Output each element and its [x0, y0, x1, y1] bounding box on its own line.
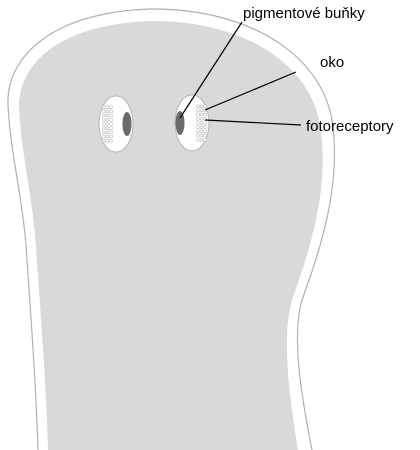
photoreceptor-dot — [106, 139, 109, 142]
photoreceptor-dot — [200, 122, 203, 125]
photoreceptor-dot — [110, 110, 113, 113]
photoreceptor-dot — [110, 127, 113, 130]
photoreceptor-dot — [204, 122, 207, 125]
photoreceptor-dot — [200, 117, 203, 120]
photoreceptor-dot — [106, 106, 109, 109]
photoreceptor-dot — [197, 122, 200, 125]
photoreceptor-dot — [200, 109, 203, 112]
label-photoreceptors: fotoreceptory — [306, 118, 394, 135]
photoreceptor-dot — [200, 134, 203, 137]
photoreceptor-dot — [106, 127, 109, 130]
photoreceptor-dot — [110, 114, 113, 117]
photoreceptor-dot — [197, 130, 200, 133]
photoreceptor-dot — [197, 138, 200, 141]
photoreceptor-dot — [106, 131, 109, 134]
body — [19, 21, 323, 450]
photoreceptor-dot — [204, 134, 207, 137]
photoreceptor-dot — [110, 118, 113, 121]
photoreceptor-dot — [110, 139, 113, 142]
photoreceptor-dot — [110, 106, 113, 109]
photoreceptor-dot — [204, 113, 207, 116]
photoreceptor-dot — [197, 117, 200, 120]
photoreceptor-dot — [102, 110, 105, 113]
left-pigment-cells — [123, 112, 132, 136]
photoreceptor-dot — [110, 131, 113, 134]
photoreceptor-dot — [200, 126, 203, 129]
photoreceptor-dot — [204, 130, 207, 133]
photoreceptor-dot — [102, 135, 105, 138]
photoreceptor-dot — [106, 110, 109, 113]
photoreceptor-dot — [106, 123, 109, 126]
photoreceptor-dot — [200, 113, 203, 116]
photoreceptor-dot — [106, 118, 109, 121]
photoreceptor-dot — [200, 138, 203, 141]
photoreceptor-dot — [106, 135, 109, 138]
label-eye: oko — [320, 54, 344, 71]
photoreceptor-dot — [102, 139, 105, 142]
label-pigment-cells: pigmentové buňky — [243, 5, 365, 22]
photoreceptor-dot — [197, 126, 200, 129]
left-eye — [99, 96, 133, 152]
photoreceptor-dot — [204, 105, 207, 108]
photoreceptor-dot — [110, 135, 113, 138]
photoreceptor-dot — [102, 118, 105, 121]
photoreceptor-dot — [197, 105, 200, 108]
photoreceptor-dot — [110, 123, 113, 126]
photoreceptor-dot — [200, 105, 203, 108]
photoreceptor-dot — [200, 130, 203, 133]
photoreceptor-dot — [197, 109, 200, 112]
photoreceptor-dot — [102, 127, 105, 130]
right-eye — [175, 95, 209, 151]
right-pigment-cells — [176, 111, 185, 135]
photoreceptor-dot — [106, 114, 109, 117]
photoreceptor-dot — [204, 138, 207, 141]
photoreceptor-dot — [197, 113, 200, 116]
photoreceptor-dot — [102, 131, 105, 134]
photoreceptor-dot — [102, 114, 105, 117]
photoreceptor-dot — [102, 123, 105, 126]
left-photoreceptors — [102, 106, 112, 143]
photoreceptor-dot — [204, 126, 207, 129]
photoreceptor-dot — [197, 134, 200, 137]
photoreceptor-dot — [102, 106, 105, 109]
